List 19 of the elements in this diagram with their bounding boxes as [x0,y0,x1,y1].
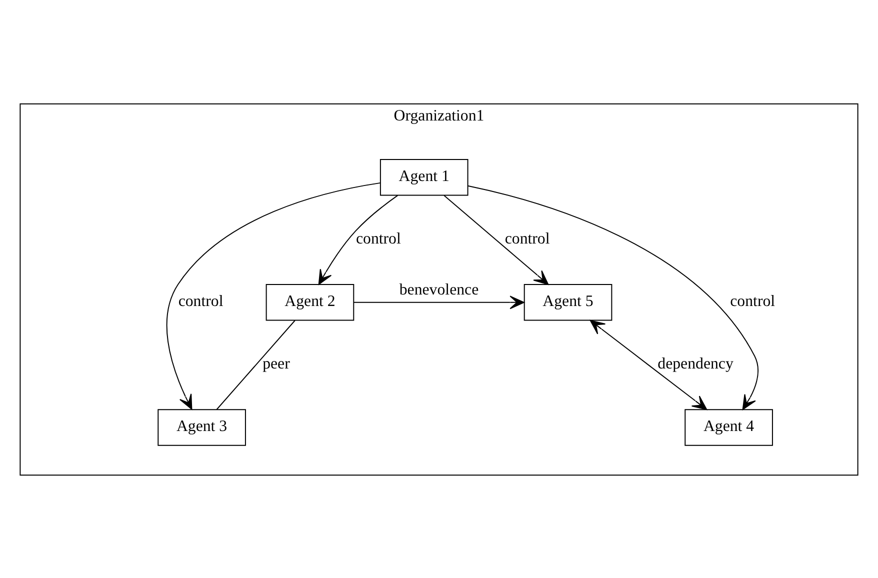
node-box: Agent 5 [524,284,612,320]
node-box: Agent 1 [380,158,468,196]
arrow [318,194,398,284]
edge-label: benevolence [399,280,479,298]
node-box: Agent 3 [158,408,246,446]
arrow [590,320,708,410]
arrow [444,194,549,284]
edge-label: control [730,292,776,310]
edge-label: control [504,230,550,248]
edge-label: control [178,292,224,310]
connector [216,320,296,410]
edge-label: peer [262,355,290,372]
node-box: Agent 2 [266,284,354,320]
arrow [166,182,381,410]
edge-label: dependency [658,355,734,372]
node-box: Agent 4 [684,408,773,446]
arrow [353,295,525,309]
edge-label: control [356,230,401,248]
arrow [467,184,758,410]
